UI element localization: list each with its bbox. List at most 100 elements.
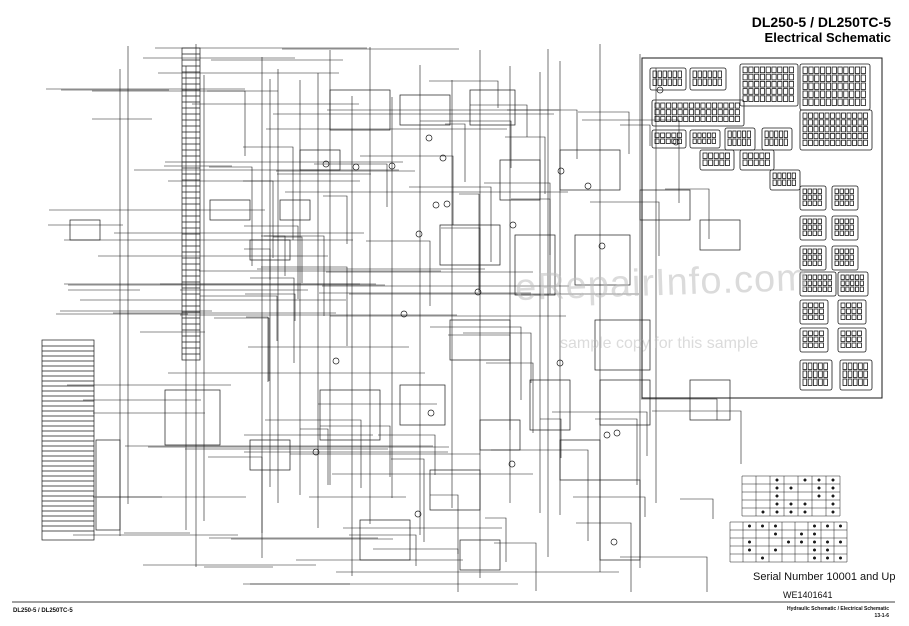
connector-pin [802, 82, 808, 90]
table-mark [773, 548, 778, 552]
connector-pin [777, 95, 783, 102]
connector-pin [706, 109, 712, 116]
connector-pin [854, 98, 861, 106]
connector-pin [854, 82, 861, 90]
connector-pin [817, 194, 822, 200]
table-mark [775, 510, 779, 514]
connector-pin [662, 70, 667, 78]
connector-pin [787, 179, 792, 186]
connector-pin [835, 119, 841, 126]
connector-pin [807, 188, 812, 194]
wire-jog [207, 90, 246, 156]
connector-pin [765, 88, 771, 95]
connector-pin [844, 188, 849, 194]
connector-pin [825, 98, 831, 106]
component-symbol [352, 163, 360, 171]
connector-pin [819, 308, 824, 314]
connector-pin [847, 362, 853, 370]
connector-pin [813, 139, 819, 146]
connector-pin [702, 159, 708, 166]
connector-pin [846, 308, 851, 314]
connector-pin [825, 82, 831, 90]
table-mark [799, 540, 804, 544]
table-mark [825, 548, 830, 552]
connector-pin [819, 126, 824, 133]
connector-pin [850, 280, 855, 286]
connector-pin [742, 73, 748, 81]
connector-pin [849, 254, 854, 260]
connector-pin [742, 159, 748, 166]
connector-pin [859, 280, 864, 286]
connector-pin [863, 362, 868, 370]
connector-pin [831, 82, 837, 90]
wire-jog [595, 418, 638, 485]
connector-pin [813, 314, 819, 320]
connector-pin [844, 194, 849, 200]
connector-pin [697, 132, 702, 138]
connector-pin [849, 188, 854, 194]
connector-pin [665, 132, 671, 138]
connector-pin [852, 139, 857, 146]
connector-pin [851, 302, 857, 308]
wire-jog [243, 180, 274, 258]
connector-pin [847, 370, 853, 378]
connector-pin [844, 218, 849, 224]
connector-pin [802, 314, 808, 320]
connector-pin [807, 230, 812, 236]
wire-jog [366, 240, 431, 306]
connector-pin [654, 138, 660, 144]
connector-pin [813, 126, 819, 133]
connector-pin [850, 274, 855, 280]
connector-pin [737, 130, 742, 138]
connector-pin [849, 90, 855, 98]
connector-pin [734, 102, 740, 109]
component-symbol [474, 288, 482, 296]
connector-pin [839, 248, 844, 254]
connector-pin [857, 330, 862, 336]
connector-pin [842, 378, 848, 386]
connector-pin [827, 286, 832, 292]
connector-pin [671, 132, 677, 138]
connector-pin [771, 88, 777, 95]
table-mark [838, 524, 843, 528]
connector-pin [754, 95, 760, 102]
connector-pin [812, 260, 817, 266]
wire-jog [582, 119, 680, 203]
connector-pin [808, 82, 814, 90]
connector-pin [851, 330, 857, 336]
table-mark [760, 556, 765, 560]
connector-pin [711, 115, 717, 122]
connector-pin [855, 280, 860, 286]
connector-pin [819, 119, 824, 126]
connector-pin [807, 370, 813, 378]
connector-pin [863, 370, 868, 378]
wire-jog [680, 498, 714, 519]
component-symbol [603, 431, 611, 439]
table-mark [838, 540, 843, 544]
wire-jog [552, 411, 648, 456]
connector-pin [660, 109, 666, 116]
connector-pin [843, 66, 849, 74]
connector-pin [657, 78, 662, 86]
component-symbol [415, 230, 423, 238]
component-box [529, 379, 571, 431]
connector-pin [677, 138, 682, 144]
connector-pin [666, 102, 672, 109]
component-box [479, 419, 521, 451]
wire-jog [244, 248, 271, 280]
table-mark [760, 524, 765, 528]
connector-pin [759, 81, 766, 88]
connector-pin [854, 90, 861, 98]
connector-pin [754, 88, 760, 95]
connector-pin [808, 112, 813, 119]
component-symbol [598, 242, 606, 250]
connector-pin [819, 139, 824, 146]
connector-pin [765, 95, 771, 102]
component-box [209, 199, 251, 221]
connector-pin [771, 66, 777, 74]
connector-pin [846, 342, 851, 348]
connector-pin [840, 280, 845, 286]
connector-pin [788, 95, 794, 102]
connector-pin [844, 224, 849, 230]
wire-jog [378, 434, 436, 475]
